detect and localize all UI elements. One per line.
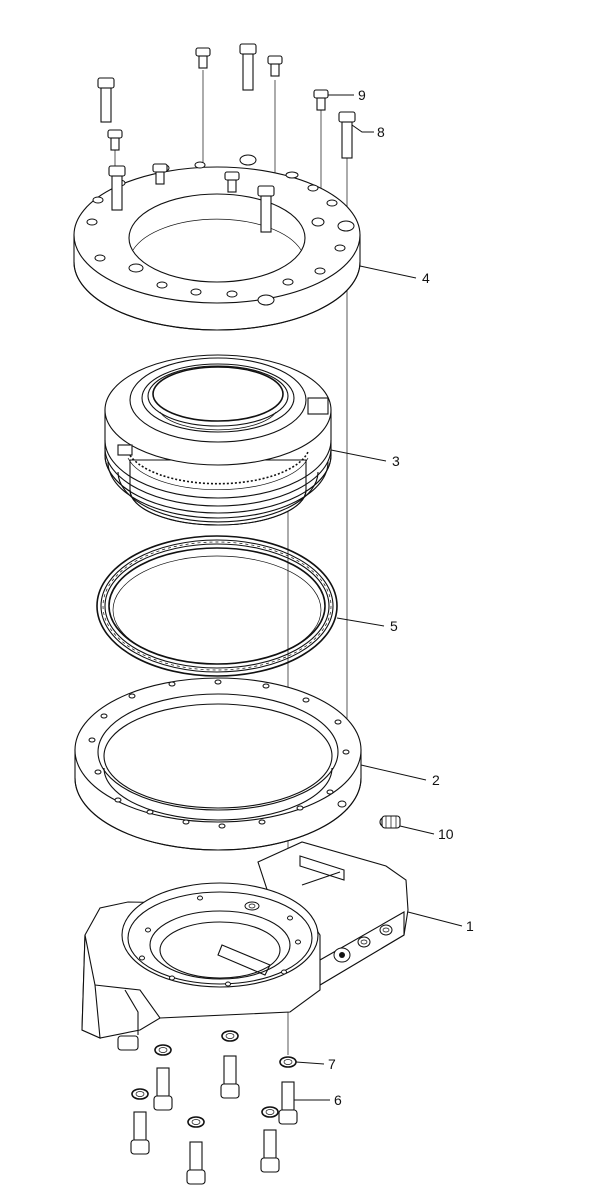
cross-roller-bearing [96,535,338,677]
cap-screw [186,1141,206,1185]
callout-9: 9 [358,87,366,103]
cap-screw [257,185,275,233]
cap-screw-short [195,47,211,69]
callout-6: 6 [334,1092,342,1108]
base-bolt-holes [139,895,301,987]
callout-10: 10 [438,826,454,842]
callout-7: 7 [328,1056,336,1072]
ring-bolt-holes [88,679,350,829]
cap-screw-short [107,129,123,151]
callout-labels: 9 8 4 3 5 2 10 1 7 6 [328,87,474,1108]
callout-8: 8 [377,124,385,140]
top-cap-screws [97,43,356,233]
bottom-cap-screws [130,1055,298,1185]
callout-2: 2 [432,772,440,788]
cap-screw [108,165,126,211]
bottom-washers [131,1030,297,1128]
cap-screw-short [267,55,283,77]
cap-screw-6 [278,1081,298,1125]
leader-lines [294,94,463,1101]
cap-screw [97,77,115,123]
cap-screw-short [152,163,168,185]
flange-bolt-holes [86,154,355,306]
cap-screw [260,1129,280,1173]
outer-housing-ring [74,677,362,851]
callout-3: 3 [392,453,400,469]
cap-screw [220,1055,240,1099]
callout-5: 5 [390,618,398,634]
callout-4: 4 [422,270,430,286]
base-body-arm [81,841,409,1051]
grease-plug [379,815,401,829]
callout-1: 1 [466,918,474,934]
cap-screw-9 [313,89,329,111]
cap-screw [153,1067,173,1111]
cap-screw [130,1111,150,1155]
top-flange-plate [73,154,361,331]
cap-screw-8 [338,111,356,159]
gear-ring-rotor [104,354,332,526]
cap-screw [239,43,257,91]
cap-screw-short [224,171,240,193]
